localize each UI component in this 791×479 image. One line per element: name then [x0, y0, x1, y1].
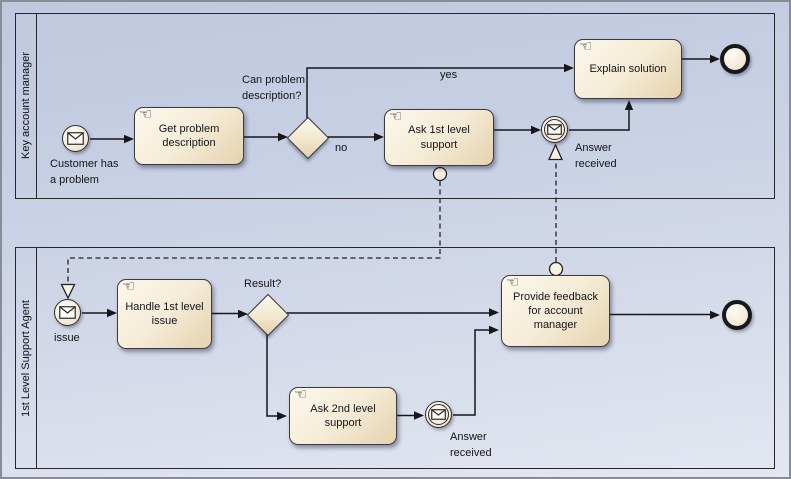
manual-task-hand-icon: ☜ — [294, 386, 308, 403]
manual-task-hand-icon: ☜ — [506, 274, 520, 291]
message-envelope-icon — [67, 132, 84, 145]
task-ask-1st-level-support[interactable]: ☜ Ask 1st level support — [384, 109, 494, 166]
start-event-issue[interactable] — [54, 299, 81, 326]
start-event-issue-label: issue — [54, 332, 80, 344]
task-handle-1st-level-issue[interactable]: ☜ Handle 1st level issue — [117, 279, 212, 349]
pool-key-account-manager: Key account manager — [15, 13, 775, 199]
branch-no-label: no — [335, 142, 348, 154]
task-explain-solution[interactable]: ☜ Explain solution — [574, 39, 682, 99]
event-inner-ring — [544, 119, 565, 140]
event-answer-received-label: Answer received — [575, 142, 617, 170]
start-event-label: Customer has a problem — [50, 158, 119, 186]
pool-1st-level-support-agent: 1st Level Support Agent — [15, 247, 775, 469]
event-answer-received-2-label: Answer received — [450, 431, 492, 459]
message-envelope-icon — [431, 409, 446, 420]
task-label: Provide feedback for account manager — [513, 290, 598, 332]
message-envelope-icon — [547, 124, 562, 135]
task-label: Get problem description — [158, 122, 220, 149]
task-label: Ask 1st level support — [408, 124, 470, 151]
intermediate-event-answer-received-2[interactable] — [425, 401, 452, 428]
task-get-problem-description[interactable]: ☜ Get problem description — [134, 107, 244, 165]
task-label: Handle 1st level issue — [125, 300, 204, 327]
task-label: Ask 2nd level support — [310, 402, 376, 429]
pool-title: Key account manager — [20, 52, 32, 160]
manual-task-hand-icon: ☜ — [139, 106, 153, 123]
pool-label-strip: 1st Level Support Agent — [16, 248, 37, 468]
manual-task-hand-icon: ☜ — [389, 108, 403, 125]
intermediate-event-answer-received[interactable] — [541, 116, 568, 143]
task-ask-2nd-level-support[interactable]: ☜ Ask 2nd level support — [289, 387, 397, 445]
task-label: Explain solution — [589, 62, 667, 75]
manual-task-hand-icon: ☜ — [579, 38, 593, 55]
branch-yes-label: yes — [440, 69, 458, 81]
end-event-pool2[interactable] — [722, 300, 752, 330]
event-inner-ring — [428, 404, 449, 425]
gateway-result-label: Result? — [244, 278, 282, 290]
start-event-customer-has-problem[interactable] — [62, 125, 89, 152]
pool-title: 1st Level Support Agent — [20, 299, 32, 417]
manual-task-hand-icon: ☜ — [122, 278, 136, 295]
task-provide-feedback[interactable]: ☜ Provide feedback for account manager — [501, 275, 610, 347]
message-envelope-icon — [59, 306, 76, 319]
gateway-label: Can problem description? — [242, 74, 305, 102]
end-event-pool1[interactable] — [720, 44, 750, 74]
pool-label-strip: Key account manager — [16, 14, 37, 198]
